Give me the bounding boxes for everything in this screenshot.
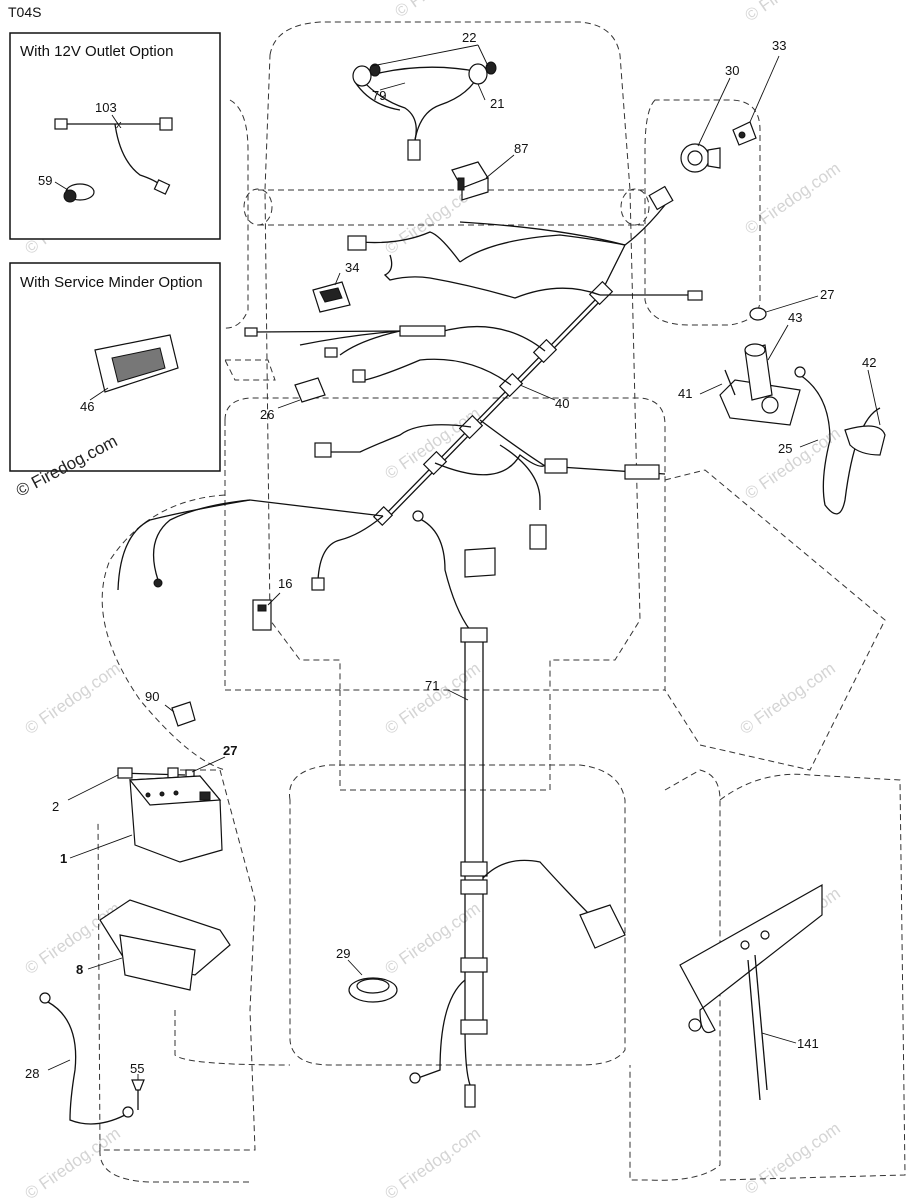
callouts: 22 33 30 79 21 87 103 59 34 27 43 42 41 … [25, 30, 881, 1081]
ground-cable-28 [39, 992, 145, 1125]
watermark: © Firedog.com [736, 659, 838, 739]
callout-90: 90 [145, 689, 159, 704]
ignition-switch-part [680, 121, 757, 173]
callout-79: 79 [372, 88, 386, 103]
relay-part [451, 161, 489, 201]
callout-30: 30 [725, 63, 739, 78]
tractor-outline [97, 21, 906, 1183]
headlight-harness [352, 61, 497, 161]
callout-87: 87 [514, 141, 528, 156]
callout-28: 28 [25, 1066, 39, 1081]
svg-text:x: x [116, 119, 122, 131]
battery-tray-part [99, 899, 231, 991]
callout-1: 1 [60, 851, 67, 866]
callout-103: 103 [95, 100, 117, 115]
callout-40: 40 [555, 396, 569, 411]
watermark: © Firedog.com [741, 0, 843, 25]
watermark: © Firedog.com [741, 159, 843, 239]
callout-46: 46 [80, 399, 94, 414]
outlet-option-title: With 12V Outlet Option [20, 43, 173, 60]
callout-2: 2 [52, 799, 59, 814]
watermark: © Firedog.com [381, 1124, 483, 1200]
service-minder-option-box: With Service Minder Option © Firedog.com [9, 262, 221, 501]
callout-33: 33 [772, 38, 786, 53]
callout-29: 29 [336, 946, 350, 961]
diode-90-part [171, 701, 196, 727]
main-harness [117, 185, 703, 591]
callout-42: 42 [862, 355, 876, 370]
grommet-part [348, 977, 398, 1003]
switch-part [312, 281, 351, 313]
fuse-part [294, 377, 326, 403]
callout-21: 21 [490, 96, 504, 111]
callout-16: 16 [278, 576, 292, 591]
watermark: © Firedog.com [741, 1119, 843, 1199]
callout-27-battery: 27 [223, 743, 237, 758]
watermark: © Firedog.com [741, 424, 843, 504]
callout-8: 8 [76, 962, 83, 977]
bracket-141-part [679, 883, 823, 1101]
battery-assembly [117, 767, 223, 863]
callout-59: 59 [38, 173, 52, 188]
callout-55: 55 [130, 1061, 144, 1076]
callout-71: 71 [425, 678, 439, 693]
callout-141: 141 [797, 1036, 819, 1051]
watermark: © Firedog.com [21, 1124, 123, 1200]
connector-16-part [252, 599, 272, 631]
watermark: © Firedog.com [21, 659, 123, 739]
callout-26: 26 [260, 407, 274, 422]
callout-43: 43 [788, 310, 802, 325]
callout-34: 34 [345, 260, 359, 275]
outlet-option-box: With 12V Outlet Option x [9, 32, 221, 240]
watermark: © Firedog.com [381, 659, 483, 739]
callout-27-top: 27 [820, 287, 834, 302]
callout-22: 22 [462, 30, 476, 45]
extension-harness [409, 510, 626, 1108]
watermark: © Firedog.com [391, 0, 493, 21]
callout-25: 25 [778, 441, 792, 456]
diagram-code: T04S [8, 4, 41, 20]
callout-41: 41 [678, 386, 692, 401]
service-minder-option-title: With Service Minder Option [20, 274, 203, 291]
solenoid-assembly [719, 307, 886, 515]
watermark: © Firedog.com [21, 899, 123, 979]
